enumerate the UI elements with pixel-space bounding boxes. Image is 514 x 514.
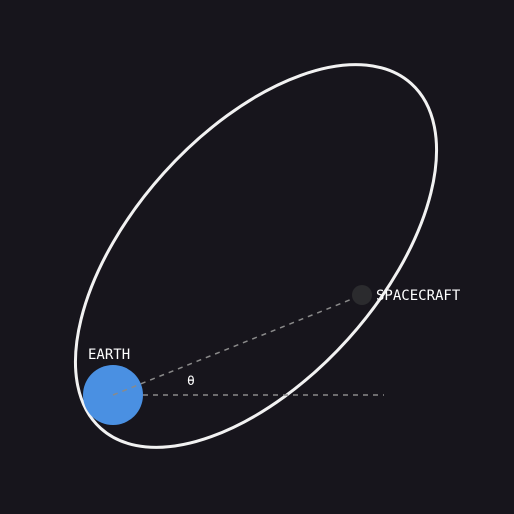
- spacecraft-label: SPACECRAFT: [376, 288, 461, 304]
- angle-label: θ: [187, 374, 195, 389]
- earth-label: EARTH: [88, 347, 130, 363]
- orbit-path: [73, 63, 439, 449]
- radius-vector-line: [112, 294, 363, 396]
- spacecraft-body: [352, 285, 372, 305]
